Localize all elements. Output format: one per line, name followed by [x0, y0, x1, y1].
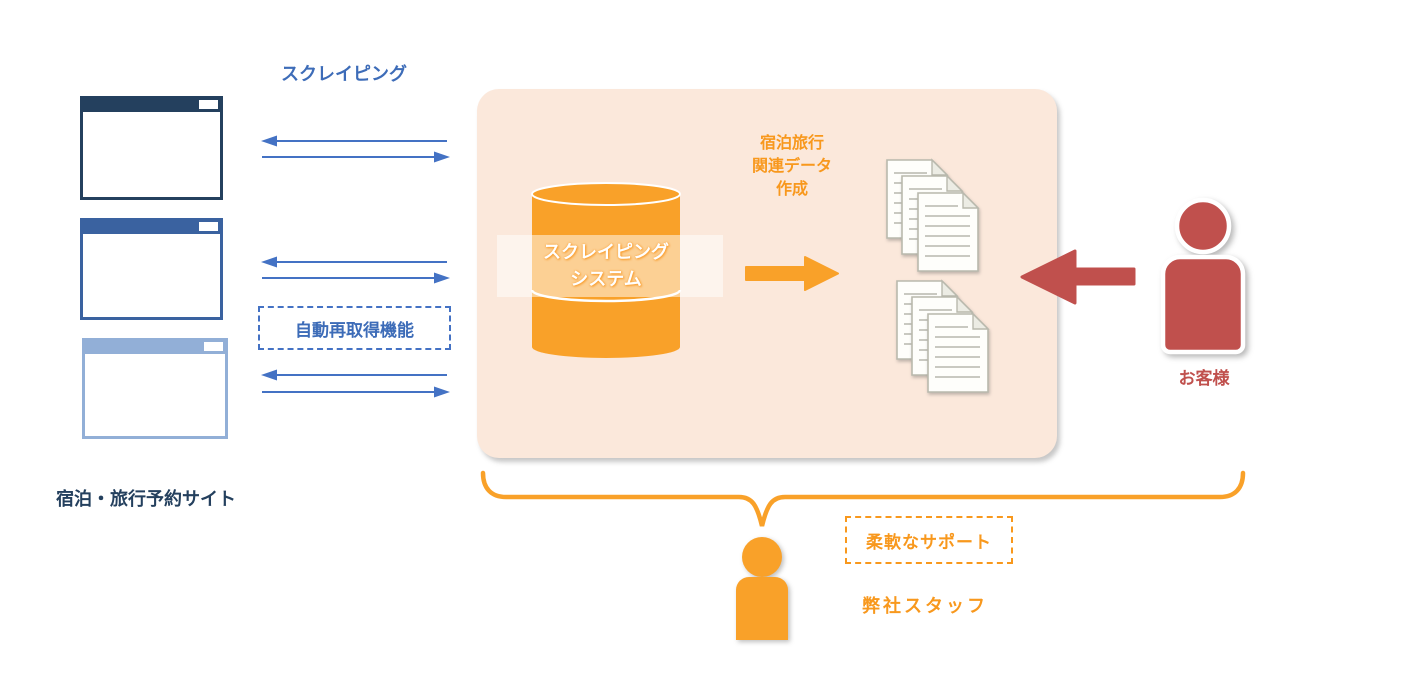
- scraping-system-label: スクレイピング システム: [543, 242, 669, 289]
- browser-body: [80, 112, 223, 200]
- browser-titlebar: [82, 338, 228, 354]
- staff-label: 弊社スタッフ: [862, 596, 988, 616]
- document-stack-icon-top: [887, 160, 978, 271]
- browser-body: [82, 354, 228, 439]
- site-window-middle: [80, 218, 223, 320]
- document-stack-icon-bottom: [897, 281, 988, 392]
- auto-refetch-badge: 自動再取得機能: [258, 306, 451, 350]
- database-cylinder-icon: [497, 182, 723, 358]
- scraping-flow-label: スクレイピング: [281, 64, 407, 84]
- browser-titlebar: [80, 218, 223, 234]
- customer-label: お客様: [1178, 369, 1230, 388]
- booking-sites-label: 宿泊・旅行予約サイト: [56, 489, 236, 509]
- browser-button-icon: [204, 341, 223, 351]
- browser-body: [80, 234, 223, 320]
- cylinder-label-band: [497, 235, 723, 297]
- block-arrow-right-icon: [745, 256, 839, 291]
- scrape-arrows-pair-3: [261, 369, 450, 398]
- staff-person-icon: [736, 537, 788, 640]
- flexible-support-badge: 柔軟なサポート: [845, 516, 1013, 564]
- scrape-arrows-pair-2: [261, 256, 450, 284]
- browser-titlebar: [80, 96, 223, 112]
- browser-button-icon: [199, 99, 218, 109]
- data-creation-caption: 宿泊旅行 関連データ 作成: [751, 135, 832, 198]
- customer-person-icon: [1160, 197, 1246, 355]
- site-window-top: [80, 96, 223, 200]
- scrape-arrows-pair-1: [261, 135, 450, 163]
- browser-button-icon: [199, 221, 218, 231]
- site-window-bottom: [82, 338, 228, 439]
- block-arrow-left-icon: [1020, 249, 1136, 305]
- curly-brace-icon: [480, 470, 1246, 527]
